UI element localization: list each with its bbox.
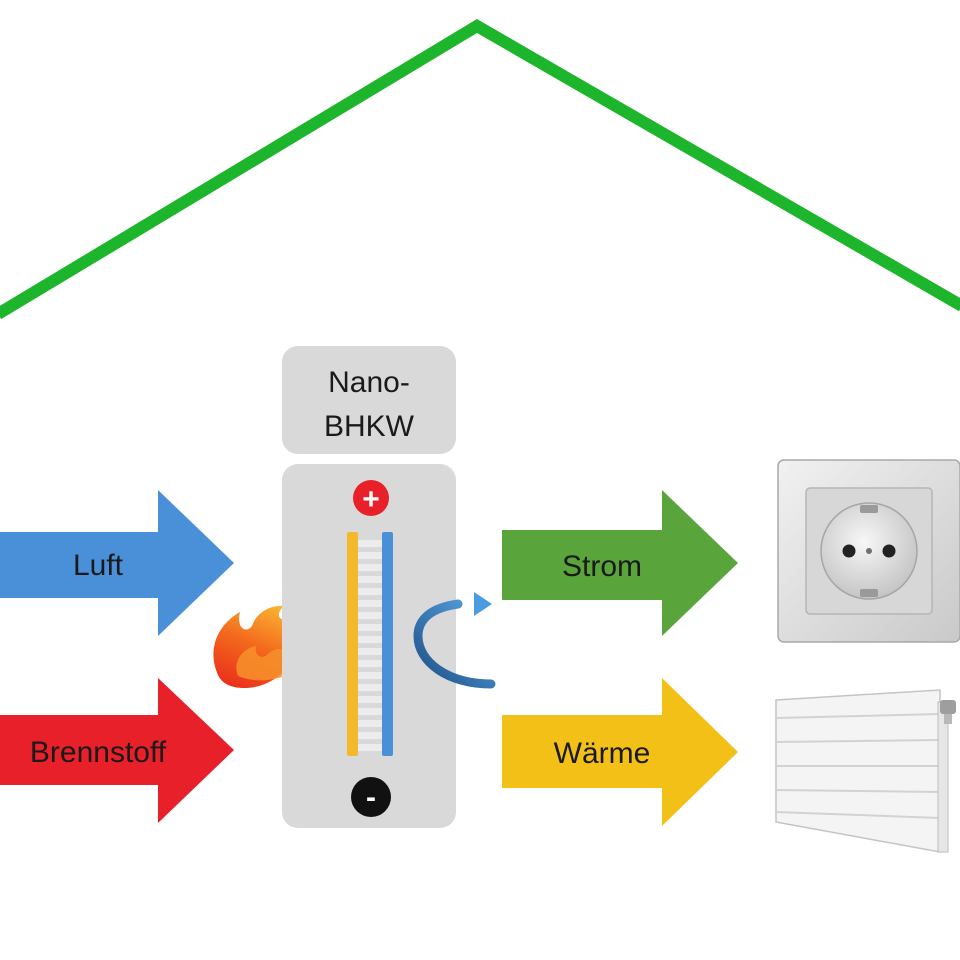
output-arrow-power: Strom (502, 490, 738, 636)
membrane-rung (358, 588, 382, 595)
input-arrow-fuel-label: Brennstoff (30, 736, 167, 769)
membrane-rung (358, 720, 382, 727)
membrane-rungs (358, 540, 382, 751)
membrane-rung (358, 564, 382, 571)
plus-badge (353, 480, 389, 516)
input-arrow-air: Luft (0, 490, 234, 636)
radiator-icon (775, 689, 956, 853)
minus-symbol: - (366, 781, 376, 814)
membrane-rung (358, 636, 382, 643)
plus-symbol: + (362, 483, 380, 516)
cathode-strip (382, 532, 393, 756)
anode-strip (347, 532, 358, 756)
roof-line (0, 19, 960, 320)
output-arrow-power-label: Strom (562, 550, 642, 583)
curved-arrow-icon (413, 592, 496, 689)
membrane-rung (358, 696, 382, 703)
membrane-rung (358, 624, 382, 631)
output-arrow-heat: Wärme (502, 678, 738, 826)
input-arrow-fuel: Brennstoff (0, 678, 234, 823)
membrane-rung (358, 648, 382, 655)
input-arrow-air-label: Luft (73, 549, 124, 582)
membrane-rung (358, 744, 382, 751)
unit-header (282, 346, 456, 454)
unit-title-line1: Nano- (328, 366, 410, 399)
membrane-rung (358, 708, 382, 715)
unit-title-line2: BHKW (324, 410, 415, 443)
unit-body (282, 464, 456, 828)
membrane-rung (358, 732, 382, 739)
membrane-rung (358, 612, 382, 619)
membrane-rung (358, 576, 382, 583)
output-arrow-heat-label: Wärme (554, 737, 651, 770)
membrane-rung (358, 540, 382, 547)
power-socket-icon (777, 459, 960, 643)
membrane-rung (358, 660, 382, 667)
membrane-rung (358, 552, 382, 559)
membrane-rung (358, 684, 382, 691)
nano-bhkw-unit: Nano- BHKW + - (282, 346, 456, 828)
minus-badge (351, 777, 391, 817)
membrane-rung (358, 672, 382, 679)
membrane-rung (358, 600, 382, 607)
